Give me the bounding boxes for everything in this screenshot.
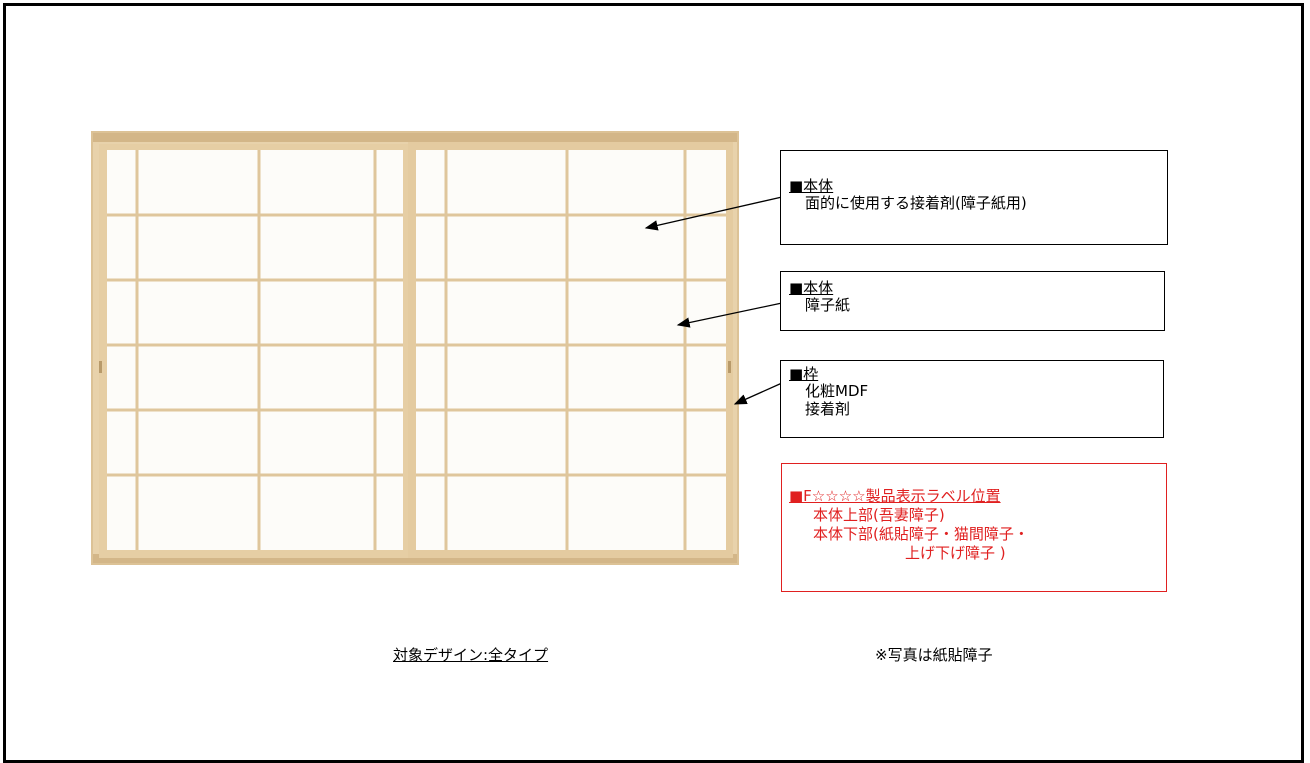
- left-door-panel: [99, 144, 410, 558]
- callout-heading: ■本体: [789, 177, 834, 195]
- label-box-heading: ■F☆☆☆☆製品表示ラベル位置: [789, 487, 1001, 505]
- f-star-label-position-box: ■F☆☆☆☆製品表示ラベル位置 本体上部(吾妻障子) 本体下部(紙貼障子・猫間障…: [781, 463, 1167, 592]
- callout-body-adhesive: ■本体 面的に使用する接着剤(障子紙用): [780, 150, 1168, 245]
- label-box-line: 本体下部(紙貼障子・猫間障子・: [813, 525, 1029, 543]
- callout-body-paper: ■本体 障子紙: [780, 271, 1165, 331]
- callout-line: 接着剤: [805, 400, 851, 418]
- callout-line: 障子紙: [805, 296, 851, 314]
- target-design-caption: 対象デザイン:全タイプ: [393, 646, 549, 664]
- callout-heading: ■本体: [789, 279, 834, 297]
- callout-heading: ■枠: [789, 365, 819, 383]
- shoji-door-photo: [91, 131, 739, 565]
- photo-note: ※写真は紙貼障子: [875, 646, 993, 664]
- label-box-line: 上げ下げ障子 ): [905, 544, 1006, 562]
- callout-line: 化粧MDF: [805, 382, 869, 400]
- callout-line: 面的に使用する接着剤(障子紙用): [805, 194, 1027, 212]
- right-door-panel: [408, 142, 733, 558]
- label-box-line: 本体上部(吾妻障子): [813, 506, 945, 524]
- callout-frame: ■枠 化粧MDF 接着剤: [780, 360, 1164, 438]
